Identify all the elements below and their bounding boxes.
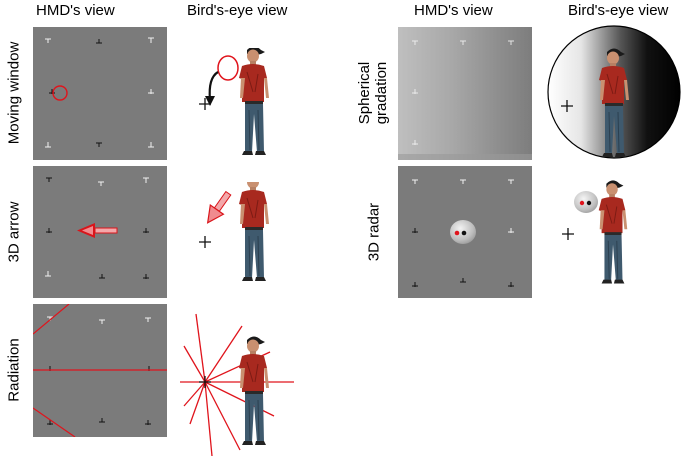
radiation-line <box>33 304 70 335</box>
hmd-panel-spherical-gradation <box>398 27 532 160</box>
moving-window-ellipse <box>217 55 239 81</box>
spherical-bird-graphic <box>547 25 681 159</box>
hmd-panel-3d-radar <box>398 166 532 298</box>
row-label-3d-radar: 3D radar <box>365 202 383 262</box>
birds-eye-spherical-gradation <box>546 22 682 162</box>
target-marker <box>460 179 466 184</box>
target-marker <box>412 228 418 233</box>
radar-target-dot <box>579 200 585 206</box>
target-marker <box>145 420 151 425</box>
hmd-panel-3d-arrow <box>33 166 167 298</box>
target-marker <box>46 177 52 182</box>
cross-icon <box>199 376 211 388</box>
target-marker <box>412 140 418 145</box>
bird-red-arrow <box>206 190 232 224</box>
target-marker <box>412 179 418 184</box>
birds-eye-3d-radar <box>556 180 656 290</box>
target-marker <box>460 278 466 283</box>
target-marker <box>45 142 51 148</box>
radar-bird-graphic <box>562 180 628 284</box>
radar-user-dot <box>461 230 467 236</box>
target-marker <box>460 40 466 45</box>
target-marker <box>143 177 149 183</box>
radiation-ray <box>195 313 206 383</box>
target-marker <box>47 420 53 425</box>
header-right-birds-eye-view: Bird's-eye view <box>568 2 669 19</box>
moving-window-circle <box>52 85 68 101</box>
radiation-ray <box>183 381 206 407</box>
header-right-hmd-view: HMD's view <box>414 2 493 19</box>
curved-arrow-head <box>205 96 215 106</box>
target-marker <box>148 142 154 148</box>
person-figure <box>238 336 270 446</box>
header-left-hmd-view: HMD's view <box>36 2 115 19</box>
target-marker <box>148 89 154 94</box>
target-marker <box>412 40 418 45</box>
radar-sphere <box>574 191 598 213</box>
header-left-birds-eye-view: Bird's-eye view <box>187 2 288 19</box>
radiation-ray <box>183 345 206 383</box>
arrow-hmd-graphic <box>45 177 149 279</box>
cross-icon <box>562 228 574 240</box>
cross-icon <box>199 98 211 110</box>
target-marker <box>143 274 149 279</box>
target-marker <box>96 39 102 44</box>
target-marker <box>148 37 154 43</box>
target-marker <box>508 228 514 233</box>
spherical-hmd-graphic <box>398 40 532 160</box>
target-marker <box>45 271 51 277</box>
radar-user-dot <box>586 200 592 206</box>
target-marker <box>99 274 105 279</box>
radiation-ray <box>204 325 243 383</box>
red-3d-arrow <box>77 223 118 238</box>
moving-window-bird-graphic <box>199 48 270 156</box>
row-label-moving-window: Moving window <box>5 41 23 145</box>
row-label-spherical-gradation: Spherical gradation <box>356 62 390 125</box>
radiation-ray <box>189 381 206 425</box>
target-marker <box>96 142 102 147</box>
person-figure <box>238 182 270 282</box>
target-marker <box>412 282 418 287</box>
target-marker <box>143 228 149 233</box>
arrow-bird-graphic <box>199 182 270 282</box>
target-marker <box>508 179 514 184</box>
radiation-hmd-graphic <box>33 304 167 437</box>
target-marker <box>98 181 104 186</box>
radar-hmd-graphic <box>412 179 514 287</box>
radar-target-dot <box>454 230 460 236</box>
birds-eye-radiation <box>178 312 298 456</box>
cross-icon <box>561 100 573 112</box>
target-marker <box>99 319 105 324</box>
hmd-panel-radiation <box>33 304 167 437</box>
target-marker <box>46 228 52 233</box>
row-label-3d-arrow: 3D arrow <box>5 201 23 263</box>
target-marker <box>45 38 51 43</box>
target-marker <box>412 89 418 94</box>
radiation-ray <box>204 381 241 451</box>
target-marker <box>508 282 514 287</box>
curved-arrow <box>208 71 219 101</box>
birds-eye-3d-arrow <box>190 182 290 292</box>
row-label-spherical-line2: gradation <box>373 61 390 125</box>
target-marker <box>145 317 151 322</box>
cross-icon <box>199 236 211 248</box>
birds-eye-moving-window <box>190 48 290 158</box>
hmd-panel-moving-window <box>33 27 167 160</box>
radiation-line <box>33 407 76 437</box>
row-label-spherical-line1: Spherical <box>356 61 373 125</box>
person-figure <box>238 48 270 156</box>
radiation-bird-graphic <box>180 313 294 456</box>
target-marker <box>49 89 55 94</box>
person-figure <box>598 180 628 284</box>
radiation-ray <box>204 381 213 456</box>
target-marker <box>508 40 514 45</box>
target-marker <box>99 418 105 423</box>
moving-window-hmd-graphic <box>45 37 154 148</box>
row-label-radiation: Radiation <box>5 338 23 402</box>
